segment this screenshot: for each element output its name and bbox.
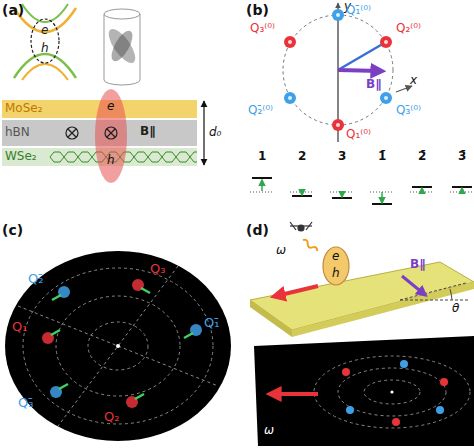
figure-label: (a) <box>2 2 24 18</box>
shift-arrow <box>51 330 60 335</box>
figure-label: Q₁̄⁽⁰⁾ <box>346 4 371 18</box>
plate-edge <box>250 300 292 337</box>
valley-dots <box>342 360 448 426</box>
node-text: e <box>107 100 114 114</box>
origin-dot <box>390 390 393 393</box>
node-text: Q₂ <box>104 410 119 425</box>
figure-label: ω <box>264 424 274 438</box>
node-text: Q₃̄ <box>18 396 33 411</box>
band-curve <box>22 64 68 80</box>
axis-arrowhead <box>338 3 339 8</box>
x-axis-arrow <box>396 86 412 92</box>
node-text: Q₁ <box>12 320 27 335</box>
figure-label: (c) <box>2 222 23 238</box>
figure-label: Q₃⁽⁰⁾ <box>250 22 275 36</box>
detector <box>290 222 312 231</box>
oval-shape <box>31 19 59 63</box>
field-arrow <box>338 70 380 71</box>
momentum-circle <box>283 15 393 125</box>
figure-label: Q₂̄⁽⁰⁾ <box>248 104 273 118</box>
angle-line <box>400 300 470 301</box>
figure-label: 3 <box>338 150 346 164</box>
wavefunction-lobe <box>107 28 136 64</box>
figure-label: x <box>410 74 417 88</box>
valley-dots <box>284 9 392 131</box>
figure-label: ω <box>276 244 286 258</box>
thickness-arrow <box>203 101 204 165</box>
shift-arrow <box>59 384 68 389</box>
node-text: e <box>41 24 48 38</box>
shift-arrow <box>52 295 61 300</box>
node-text: hBN <box>5 126 30 140</box>
node-text: h <box>41 42 49 56</box>
figure-label: y <box>344 0 351 14</box>
figure-label: B∥ <box>410 258 425 272</box>
node-text: h <box>107 154 115 168</box>
node-text: e <box>332 250 339 264</box>
plate-edge <box>292 282 474 337</box>
field-arrow <box>402 276 424 294</box>
emission-arrow <box>272 392 318 396</box>
oval-node: Q₂̄ Q₃ Q₁ Q₁̄ Q₃̄ Q₂ <box>4 250 232 442</box>
figure-label: (b) <box>246 2 269 18</box>
wavefunction-lobe <box>104 25 140 67</box>
node-text: h <box>332 267 340 281</box>
node-text: Q₃ <box>150 262 165 277</box>
figure-label: Q₂⁽⁰⁾ <box>396 22 421 36</box>
momentum-plane <box>254 336 474 446</box>
valence-band <box>14 54 76 78</box>
cylinder <box>104 9 140 85</box>
shift-arrow <box>141 288 150 293</box>
oval-shape <box>5 251 231 441</box>
field-into-page <box>66 127 117 139</box>
emission-arrow <box>276 286 318 296</box>
figure-label: 1̄ <box>378 150 386 164</box>
origin-dot <box>116 344 120 348</box>
oval-node: eh <box>30 18 60 64</box>
shift-arrow <box>184 333 193 338</box>
figure-label: Q₁⁽⁰⁾ <box>346 128 371 142</box>
figure-label: 2̄ <box>418 150 426 164</box>
figure-label: (d) <box>246 222 269 238</box>
node-text: Q₁̄ <box>204 316 219 331</box>
momentum-vector <box>338 42 386 70</box>
node-text: WSe₂ <box>5 150 37 164</box>
oval-shape <box>95 89 127 183</box>
momentum-rings <box>314 356 470 428</box>
figure-label: 2 <box>298 150 306 164</box>
shift-arrow <box>135 394 144 399</box>
angle-line <box>400 283 466 300</box>
figure-label: 1 <box>258 150 266 164</box>
figure-label: θ <box>452 302 459 316</box>
oval-node: eh <box>322 246 350 286</box>
figure-label: Q₃̄⁽⁰⁾ <box>396 104 421 118</box>
node-text: Q₂̄ <box>28 272 43 287</box>
angle-arc <box>450 289 452 300</box>
shift-arrows <box>262 180 462 203</box>
node-text: MoSe₂ <box>5 102 43 116</box>
energy-levels <box>250 178 474 204</box>
momentum-rings <box>18 266 218 426</box>
figure-label: B∥ <box>366 78 381 92</box>
figure-label: 3̄ <box>458 150 466 164</box>
figure-label: d₀ <box>209 126 221 140</box>
oval-node: eh <box>94 88 128 184</box>
oval-shape <box>323 247 349 285</box>
photon-wave <box>302 238 319 252</box>
